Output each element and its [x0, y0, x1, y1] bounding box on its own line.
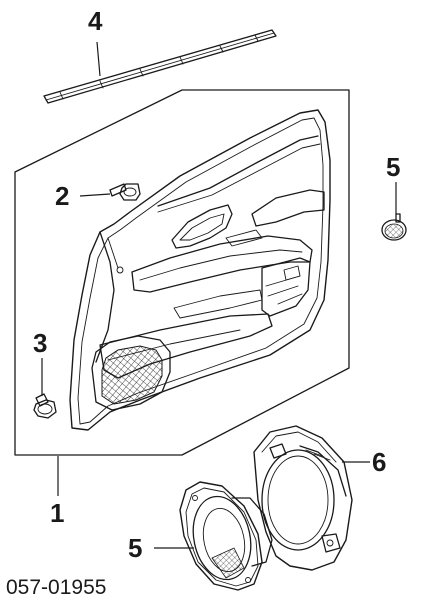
assembly-outline-box: [14, 89, 350, 456]
callout-3: 3: [33, 328, 47, 358]
speaker-mounting-bracket: [253, 425, 353, 571]
door-speaker: [179, 481, 273, 591]
callout-5-lower: 5: [128, 533, 142, 563]
belt-moulding-strip: [43, 29, 277, 104]
callout-6: 6: [372, 447, 386, 477]
speaker-grille: [91, 335, 171, 411]
callout-4: 4: [88, 6, 103, 36]
push-pin-fastener: [381, 213, 407, 241]
callout-1: 1: [50, 498, 64, 528]
callout-5-upper: 5: [386, 152, 400, 182]
trim-clip: [109, 183, 141, 201]
leader-4: [96, 41, 101, 77]
retainer-clip: [33, 393, 57, 419]
leader-2: [79, 193, 111, 197]
callout-2: 2: [55, 181, 69, 211]
diagram-part-number: 057-01955: [6, 576, 106, 599]
